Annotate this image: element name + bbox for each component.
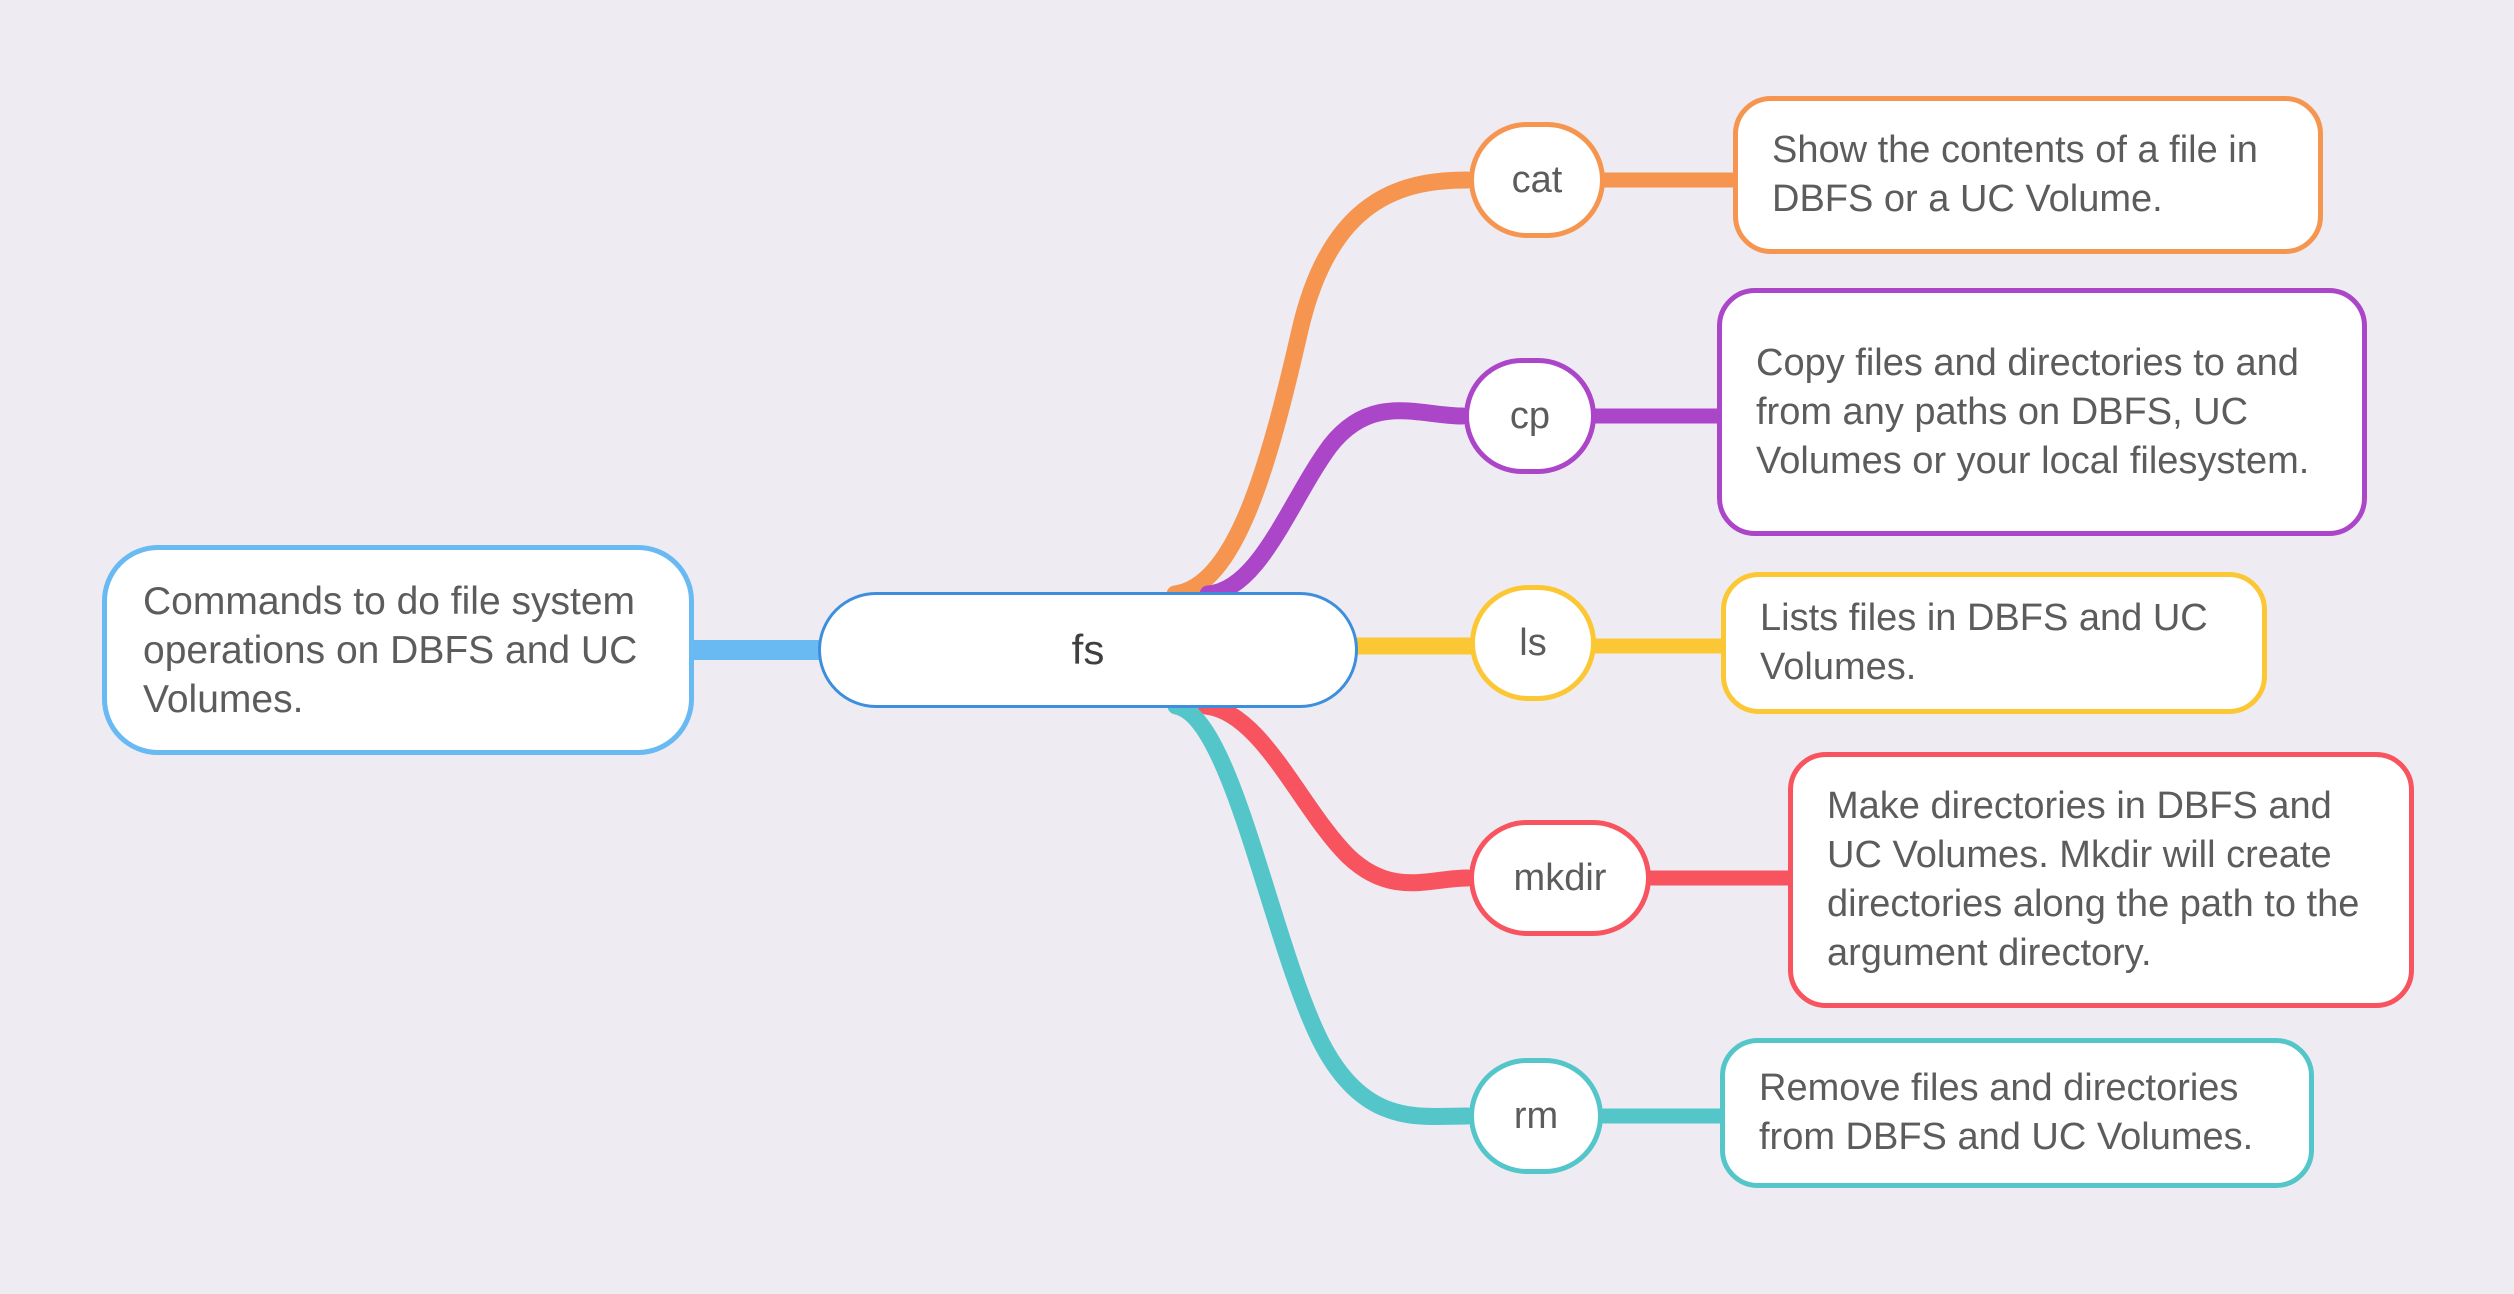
edge-center-to-rm [1167,697,1476,1126]
branch-description-label: Copy files and directories to and from a… [1756,341,2310,482]
edge-center-to-cp [1199,402,1471,603]
branch-key-ls[interactable]: ls [1470,585,1596,701]
branch-description-ls[interactable]: Lists files in DBFS and UC Volumes. [1721,572,2267,714]
branch-description-label: Show the contents of a file in DBFS or a… [1772,129,2258,220]
branch-key-cat[interactable]: cat [1469,122,1605,238]
branch-key-cp[interactable]: cp [1464,358,1596,474]
branch-key-label: cat [1511,159,1563,201]
root-node-label: Commands to do file system operations on… [143,579,638,721]
edge-center-to-cat [1166,171,1476,603]
center-node-label: fs [1071,626,1105,673]
branch-key-label: cp [1509,395,1551,437]
branch-description-label: Make directories in DBFS and UC Volumes.… [1827,785,2360,974]
branch-description-label: Remove files and directories from DBFS a… [1759,1067,2254,1158]
branch-key-label: rm [1513,1095,1559,1137]
center-node-fs[interactable]: fs [818,592,1358,708]
branch-description-rm[interactable]: Remove files and directories from DBFS a… [1720,1038,2314,1188]
branch-description-mkdir[interactable]: Make directories in DBFS and UC Volumes.… [1788,752,2414,1008]
branch-key-rm[interactable]: rm [1469,1058,1603,1174]
branch-key-mkdir[interactable]: mkdir [1469,820,1651,936]
branch-description-cp[interactable]: Copy files and directories to and from a… [1717,288,2367,536]
branch-description-cat[interactable]: Show the contents of a file in DBFS or a… [1733,96,2323,254]
branch-description-label: Lists files in DBFS and UC Volumes. [1760,597,2208,688]
edge-center-to-mkdir [1197,697,1476,892]
branch-key-label: ls [1519,622,1547,664]
root-node[interactable]: Commands to do file system operations on… [102,545,694,755]
branch-key-label: mkdir [1513,857,1607,899]
